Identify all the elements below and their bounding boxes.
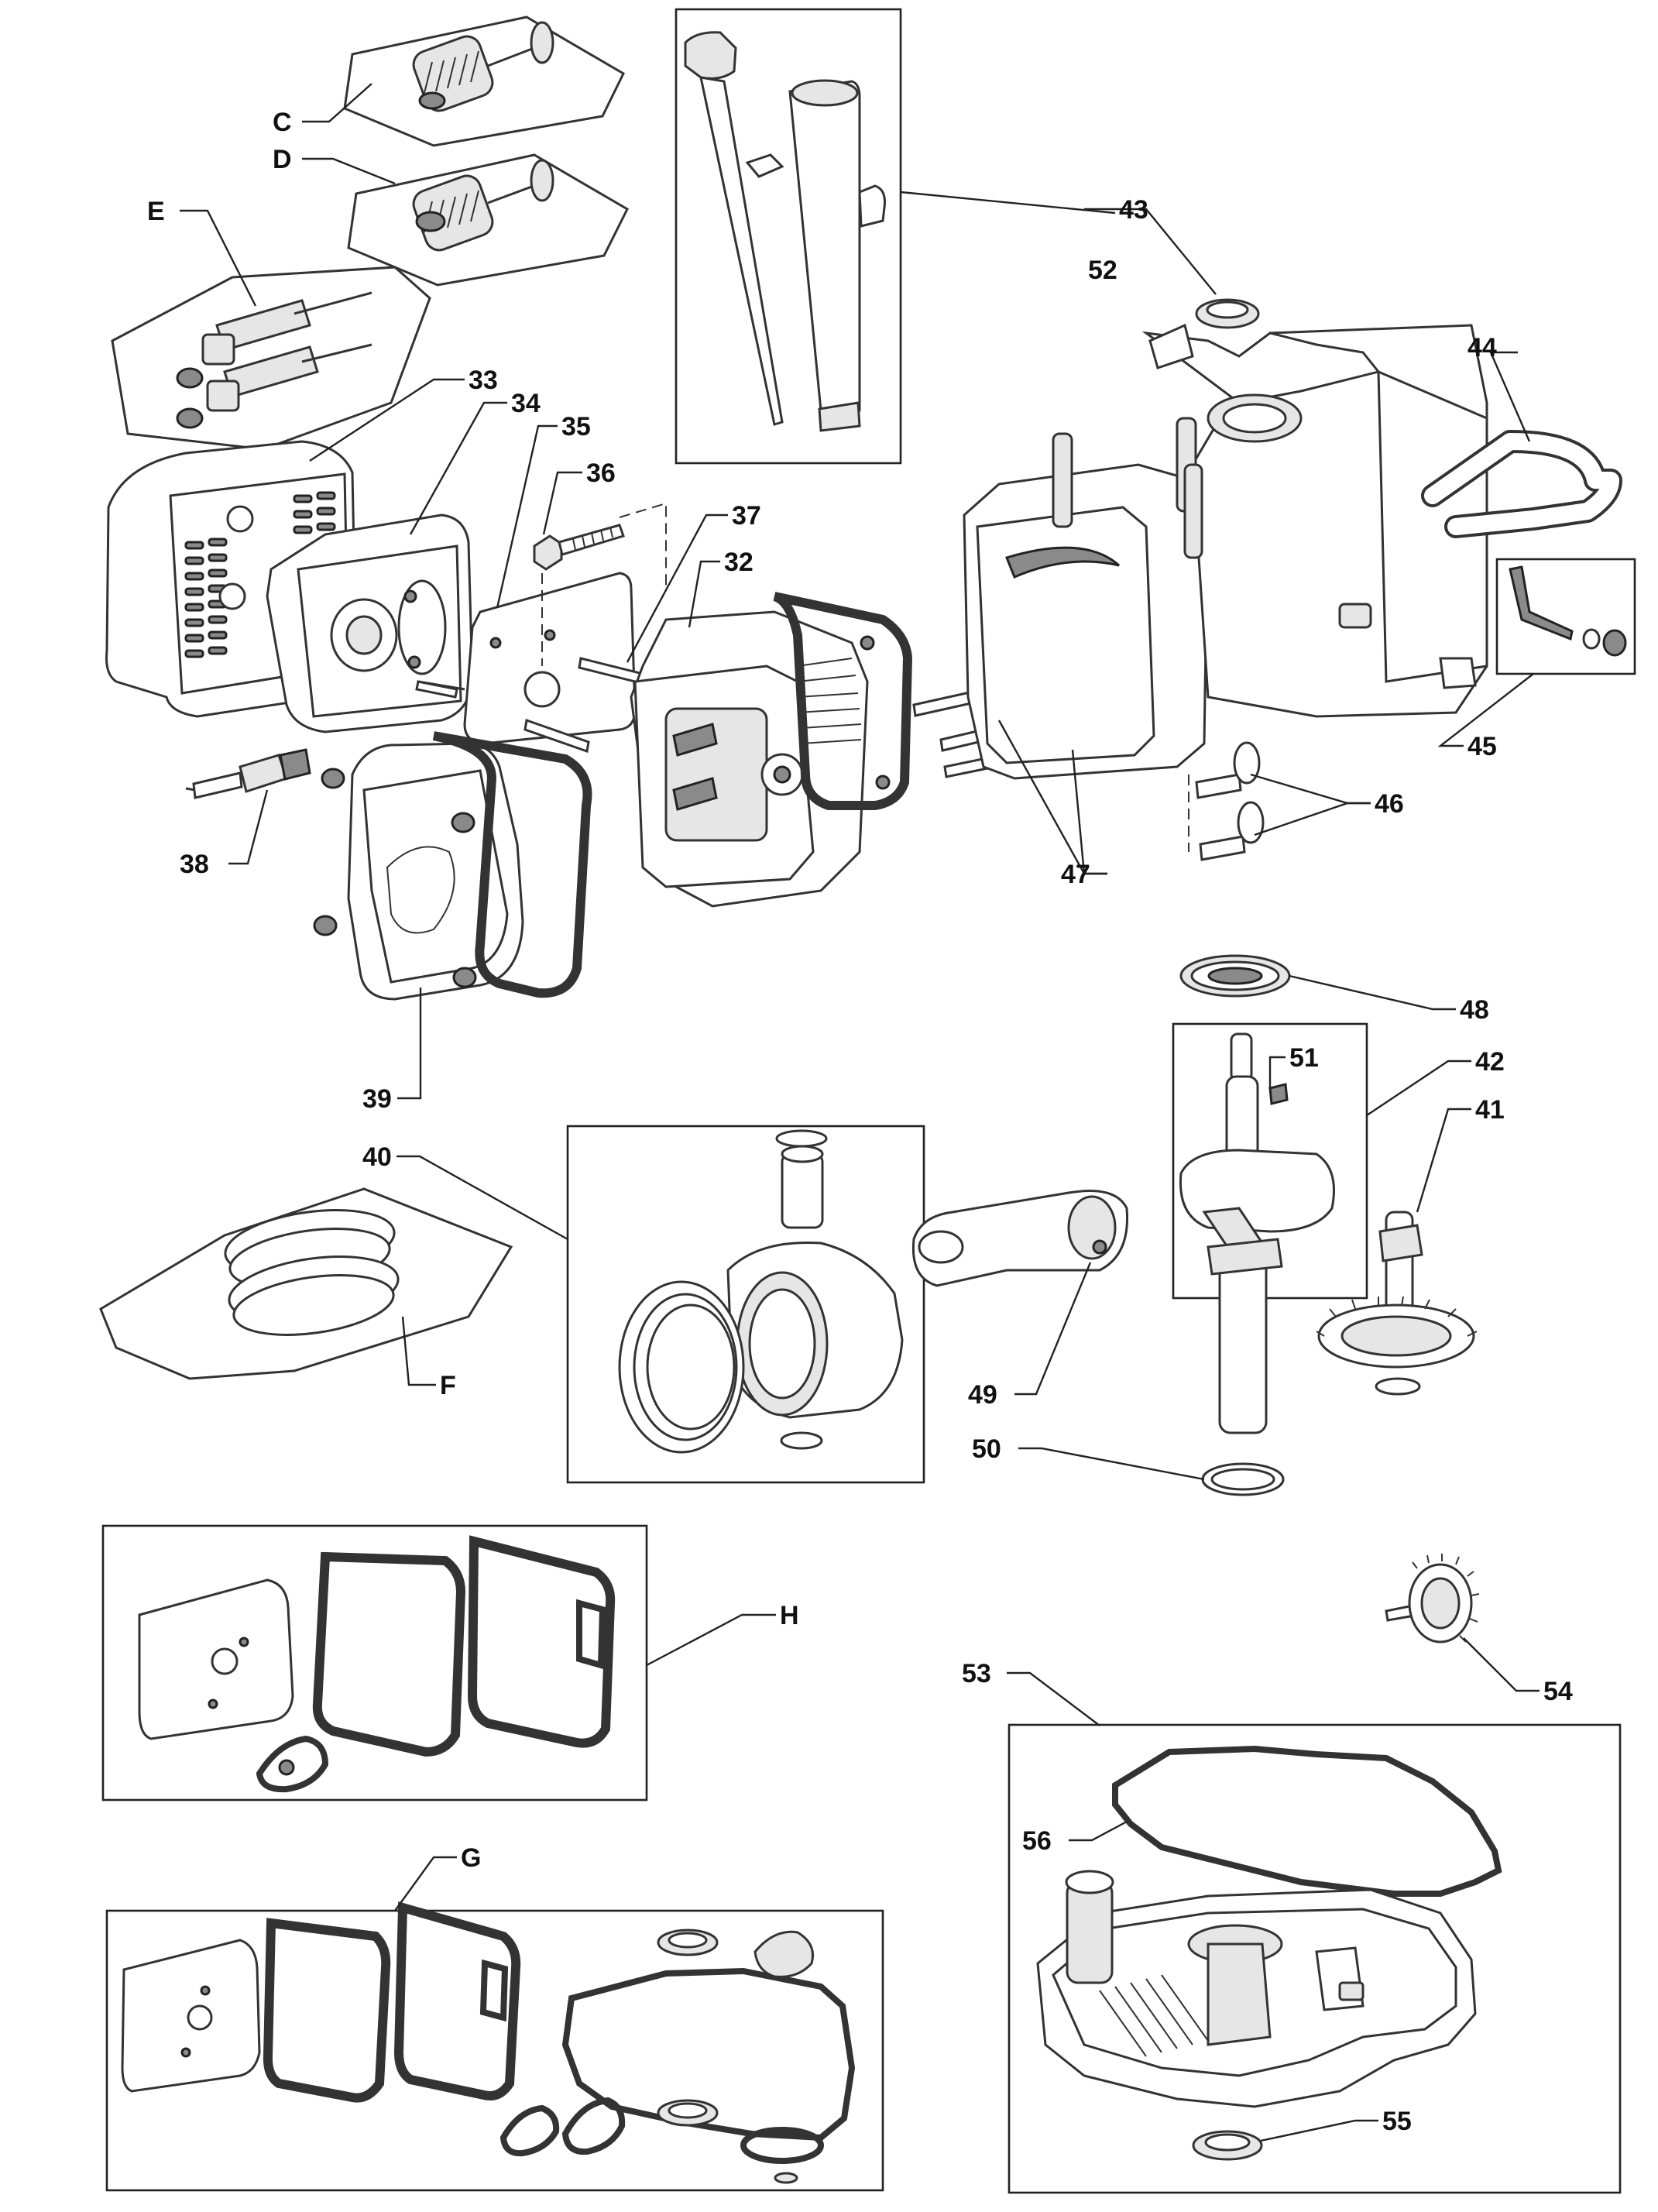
- head-gasket: [772, 592, 913, 810]
- label-49: 49: [968, 1380, 997, 1410]
- spark-plug-38: [185, 748, 311, 799]
- governor-arm-45: [1509, 565, 1627, 657]
- label-f: F: [440, 1371, 456, 1400]
- dipstick-tube-43: [684, 31, 886, 432]
- label-47: 47: [1061, 860, 1090, 889]
- label-39: 39: [362, 1084, 392, 1114]
- label-32: 32: [724, 548, 753, 577]
- camshaft-41: [1316, 1211, 1478, 1396]
- stud-bolt-36: [533, 502, 667, 666]
- breather-tube-44: [1421, 430, 1622, 538]
- crankcase-cover-53: [1036, 1870, 1477, 2108]
- muffler-gasket-35: [463, 572, 637, 745]
- label-c: C: [273, 108, 292, 137]
- callout-labels: C D E 33 34 35 36 37 32 38 39 40 F 43 52…: [147, 108, 1573, 2136]
- label-43: 43: [1119, 195, 1148, 225]
- connecting-rod-49: [911, 1190, 1129, 1287]
- box-53-crankcase-cover-group: [1008, 1723, 1622, 2194]
- thrust-washer-50: [1201, 1462, 1285, 1496]
- crankcase-cover-gasket-56: [1112, 1745, 1502, 1897]
- governor-54: [1385, 1554, 1480, 1644]
- label-54: 54: [1543, 1677, 1573, 1706]
- label-42: 42: [1475, 1047, 1505, 1077]
- engine-block: [963, 323, 1488, 852]
- box-h-gasket-set: [101, 1524, 648, 1802]
- muffler-34: [266, 514, 474, 733]
- piston-assembly: [618, 1129, 904, 1454]
- label-46: 46: [1375, 789, 1404, 819]
- bearing-48: [1179, 954, 1291, 998]
- label-40: 40: [362, 1142, 392, 1172]
- crankshaft-42: [1179, 1032, 1335, 1434]
- box-43-dipstick-group: [675, 8, 902, 465]
- label-45: 45: [1467, 732, 1497, 761]
- label-41: 41: [1475, 1095, 1505, 1125]
- box-45-governor-arm-group: [1495, 558, 1636, 675]
- box-40-piston-group: [566, 1125, 925, 1484]
- label-34: 34: [511, 389, 541, 418]
- oil-seal-55: [1192, 2130, 1263, 2161]
- gasket-set-h: [138, 1535, 616, 1793]
- label-36: 36: [586, 459, 616, 488]
- oil-seal-52: [1195, 298, 1260, 329]
- box-42-crankshaft-group: [1172, 1022, 1368, 1300]
- label-38: 38: [180, 850, 209, 879]
- label-55: 55: [1382, 2107, 1412, 2136]
- label-37: 37: [732, 501, 761, 531]
- valve-cover-gasket: [432, 731, 592, 998]
- rocker-kit-e: [111, 266, 431, 451]
- valve-pack-d: [347, 153, 629, 287]
- label-e: E: [147, 197, 165, 226]
- label-48: 48: [1460, 995, 1489, 1025]
- label-51: 51: [1289, 1043, 1319, 1073]
- valve-pack-c: [343, 15, 625, 147]
- label-44: 44: [1467, 333, 1497, 362]
- label-52: 52: [1088, 256, 1117, 285]
- label-g: G: [461, 1843, 481, 1873]
- label-d: D: [273, 145, 292, 174]
- piston-ring-pack-f: [99, 1187, 513, 1380]
- box-g-gasket-kit: [105, 1909, 884, 2192]
- label-h: H: [780, 1601, 799, 1630]
- label-33: 33: [469, 366, 498, 395]
- dowel-pins-46: [1195, 741, 1265, 861]
- label-50: 50: [972, 1434, 1001, 1464]
- leader-lines: [180, 83, 1540, 2142]
- label-35: 35: [561, 412, 591, 441]
- label-53: 53: [962, 1659, 991, 1688]
- cylinder-head-32: [630, 610, 869, 908]
- gasket-kit-g: [121, 1901, 856, 2184]
- label-56: 56: [1022, 1826, 1052, 1856]
